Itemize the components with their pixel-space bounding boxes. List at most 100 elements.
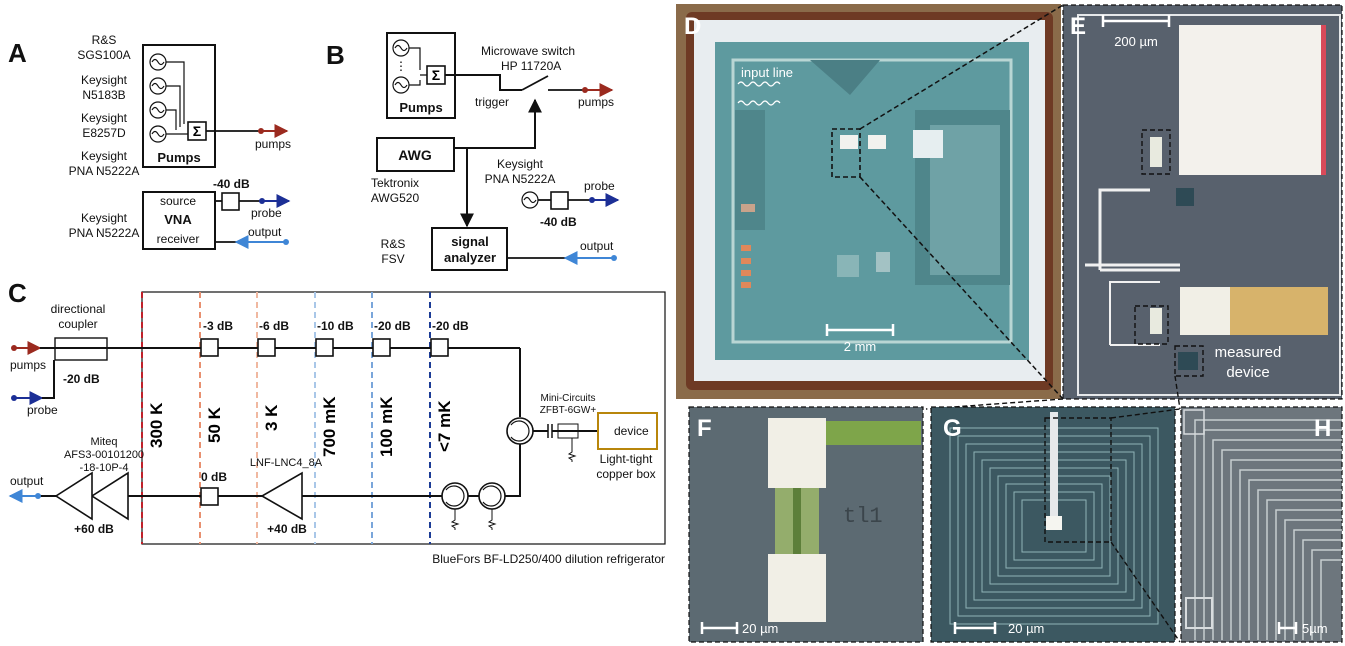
capacitor-pad-bottom bbox=[1230, 287, 1328, 335]
output-label-a: output bbox=[248, 225, 282, 239]
scale-label-d: 2 mm bbox=[844, 339, 877, 354]
source-2-maker: Keysight bbox=[81, 73, 128, 87]
attenuator-20db-a bbox=[372, 338, 391, 357]
source-1-model: SGS100A bbox=[77, 48, 130, 62]
sum-symbol: Σ bbox=[193, 123, 201, 139]
chip-text-f: tl1 bbox=[843, 504, 883, 529]
awg-box-label: AWG bbox=[398, 147, 432, 163]
capacitor-pad-top bbox=[1179, 25, 1326, 175]
panel-d-photo: input line 2 mm D bbox=[676, 4, 1064, 400]
att-label-3: -10 dB bbox=[317, 319, 354, 333]
vna-source-port: source bbox=[160, 194, 196, 208]
box-label-2: copper box bbox=[596, 467, 655, 481]
attenuator-a-label: -40 dB bbox=[213, 177, 250, 191]
coupler-label-1: directional bbox=[51, 302, 106, 316]
attenuator-0db bbox=[200, 487, 219, 506]
panel-e-letter: E bbox=[1070, 13, 1086, 40]
att-label-1: -3 dB bbox=[203, 319, 233, 333]
vna-model: PNA N5222A bbox=[69, 226, 140, 240]
sa-box-1: signal bbox=[451, 234, 489, 249]
zoom-box-d bbox=[831, 128, 861, 178]
switch-label-1: Microwave switch bbox=[481, 44, 575, 58]
awg-box bbox=[376, 137, 455, 172]
device-box bbox=[597, 412, 658, 450]
sa-model-2: FSV bbox=[381, 252, 404, 266]
output-label-b: output bbox=[580, 239, 614, 253]
sa-model-1: R&S bbox=[381, 237, 406, 251]
att-label-2: -6 dB bbox=[259, 319, 289, 333]
awg-model-2: AWG520 bbox=[371, 191, 420, 205]
pumps-box bbox=[142, 44, 216, 168]
panel-a-letter: A bbox=[8, 38, 27, 68]
awg-model-1: Tektronix bbox=[371, 176, 419, 190]
attenuator-6db bbox=[257, 338, 276, 357]
panel-h-letter: H bbox=[1314, 415, 1331, 442]
box-label-1: Light-tight bbox=[600, 452, 653, 466]
device-label: device bbox=[614, 424, 649, 438]
source-1-maker: R&S bbox=[92, 33, 117, 47]
zoom-box-e bbox=[1174, 345, 1204, 377]
panel-f-photo: tl1 20 µm F bbox=[688, 406, 924, 643]
output-label-c: output bbox=[10, 474, 44, 488]
input-attenuators: -3 dB -6 dB -10 dB -20 dB -20 dB bbox=[200, 319, 469, 357]
pumps-box-b-label: Pumps bbox=[399, 100, 442, 115]
source-4-maker: Keysight bbox=[81, 149, 128, 163]
measured-label-2: device bbox=[1226, 364, 1269, 381]
room-temp-amplifier-2 bbox=[54, 471, 93, 521]
coupler-label-2: coupler bbox=[58, 317, 97, 331]
filter-label-1: Mini-Circuits bbox=[541, 393, 596, 404]
amp-gain: +60 dB bbox=[74, 522, 114, 536]
vna-maker: Keysight bbox=[81, 211, 128, 225]
pumps-box-label: Pumps bbox=[157, 150, 200, 165]
panel-g-photo: 20 µm G bbox=[930, 406, 1181, 643]
probe-src-b-2: PNA N5222A bbox=[485, 172, 556, 186]
zero-db-label: 0 dB bbox=[201, 470, 227, 484]
hemt-amplifier bbox=[260, 471, 303, 521]
input-line-label: input line bbox=[741, 65, 793, 80]
hemt-gain: +40 dB bbox=[267, 522, 307, 536]
vna-receiver-port: receiver bbox=[157, 232, 200, 246]
panel-f-letter: F bbox=[697, 415, 712, 442]
scale-label-e: 200 µm bbox=[1114, 34, 1158, 49]
pumps-out-b: pumps bbox=[578, 95, 614, 109]
spiral-detail bbox=[1194, 419, 1342, 640]
attenuator-20db-b bbox=[430, 338, 449, 357]
pumps-label-c: pumps bbox=[10, 358, 46, 372]
panel-a: A R&S SGS100A Keysight N5183B Keysight E… bbox=[8, 33, 291, 250]
hemt-label: LNF-LNC4_8A bbox=[250, 457, 323, 469]
stage-labels: 300 K 50 K 3 K 700 mK 100 mK <7 mK bbox=[147, 396, 454, 457]
stage-dividers bbox=[141, 292, 431, 544]
room-temp-amplifier-1 bbox=[90, 471, 129, 521]
amp-label-1: Miteq bbox=[91, 436, 118, 448]
source-2-model: N5183B bbox=[82, 88, 125, 102]
fridge-label: BlueFors BF-LD250/400 dilution refrigera… bbox=[432, 552, 665, 566]
attenuator-b-label: -40 dB bbox=[540, 215, 577, 229]
source-3-model: E8257D bbox=[82, 126, 126, 140]
vna-box bbox=[142, 191, 216, 250]
switch-label-2: HP 11720A bbox=[501, 59, 561, 73]
panel-b: B ⋮ Σ Pumps pumps Microwave switch HP 11… bbox=[326, 32, 620, 271]
trigger-label: trigger bbox=[475, 95, 509, 109]
stage-300k: 300 K bbox=[147, 402, 166, 448]
attenuator-b bbox=[550, 191, 569, 210]
panel-c-letter: C bbox=[8, 278, 27, 308]
amp-label-3: -18-10P-4 bbox=[80, 462, 129, 474]
amp-label-2: AFS3-00101200 bbox=[64, 449, 144, 461]
scale-label-f: 20 µm bbox=[742, 621, 778, 636]
stage-7mk: <7 mK bbox=[435, 400, 454, 452]
signal-analyzer-box bbox=[431, 227, 508, 271]
att-label-5: -20 dB bbox=[432, 319, 469, 333]
sum-symbol-b: Σ bbox=[432, 67, 440, 83]
stage-100mk: 100 mK bbox=[377, 396, 396, 457]
probe-src-b-1: Keysight bbox=[497, 157, 544, 171]
input-line-wave-2 bbox=[737, 81, 781, 87]
zoom-box-g bbox=[1044, 417, 1112, 543]
panel-h-frame bbox=[1180, 406, 1343, 643]
panel-c: C 300 K 50 K 3 K 700 mK 100 mK <7 mK dir… bbox=[8, 278, 666, 566]
measured-label-1: measured bbox=[1215, 344, 1282, 361]
bias-tee bbox=[557, 423, 579, 439]
filter-label-2: ZFBT-6GW+ bbox=[540, 405, 597, 416]
source-4-model: PNA N5222A bbox=[69, 164, 140, 178]
scale-label-g: 20 µm bbox=[1008, 621, 1044, 636]
